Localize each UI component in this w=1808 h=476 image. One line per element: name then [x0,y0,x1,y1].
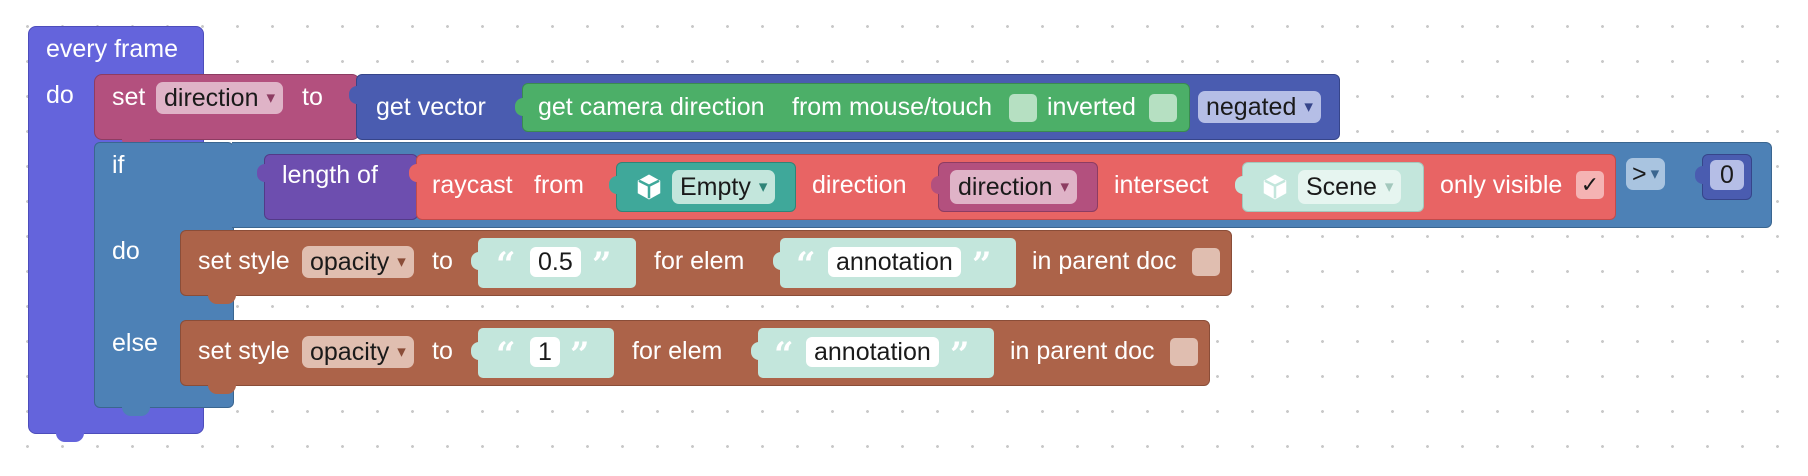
open-quote-icon: “ [796,245,816,285]
from-object-dropdown[interactable]: Empty ▾ [672,170,776,204]
style-property-name: opacity [310,248,390,276]
variable-dropdown[interactable]: direction ▾ [156,82,284,114]
value-text-tab [471,252,479,270]
if-label: if [112,151,125,179]
raycast-tab [409,164,417,182]
parent-doc-checkbox[interactable] [1192,248,1220,276]
if-else-notch [122,407,150,416]
value-text[interactable]: 1 [530,337,560,367]
value-text-tab [471,342,479,360]
intersect-object-name: Scene [1306,173,1377,201]
compare-operator: > [1632,160,1647,188]
direction-label: direction [812,171,907,199]
open-quote-icon: “ [496,245,516,285]
for-elem-label: for elem [632,337,723,365]
inverted-checkbox[interactable] [1149,94,1177,122]
set-style-else-notch [208,385,236,394]
from-object-tab [609,176,617,194]
chevron-down-icon: ▾ [397,342,406,361]
direction-variable-name: direction [958,173,1053,201]
close-quote-icon: ” [972,245,992,285]
intersect-label: intersect [1114,171,1209,199]
set-style-label: set style [198,337,290,365]
from-object-name: Empty [680,173,751,201]
cube-icon [637,174,661,200]
style-property-dropdown[interactable]: opacity ▾ [302,246,414,278]
only-visible-label: only visible [1440,171,1563,199]
close-quote-icon: ” [950,335,970,375]
camera-direction-tab [515,98,523,116]
chevron-down-icon: ▾ [1060,177,1070,196]
mouse-touch-label: from mouse/touch [792,93,993,121]
parent-doc-checkbox[interactable] [1170,338,1198,366]
length-of-label: length of [282,161,378,189]
style-property-name: opacity [310,338,390,366]
elem-text-tab [751,342,759,360]
every-frame-title: every frame [46,35,178,63]
elem-text[interactable]: annotation [806,337,939,367]
chevron-down-icon: ▾ [1650,164,1660,183]
camera-direction-block[interactable] [522,83,1190,132]
chevron-down-icon: ▾ [397,252,406,271]
style-to-label: to [432,247,453,275]
camera-direction-label: get camera direction [538,93,765,121]
get-vector-label: get vector [376,93,486,121]
value-text[interactable]: 0.5 [530,247,581,277]
parent-doc-label: in parent doc [1010,337,1155,365]
direction-variable-dropdown[interactable]: direction ▾ [950,170,1078,204]
close-quote-icon: ” [570,335,590,375]
only-visible-checkbox[interactable]: ✓ [1576,171,1604,199]
to-label: to [302,83,323,111]
set-label: set [112,83,146,111]
open-quote-icon: “ [496,335,516,375]
get-vector-tab [349,86,357,104]
length-of-tab [257,164,265,182]
chevron-down-icon: ▾ [1384,177,1394,196]
cube-icon [1263,174,1287,200]
number-value[interactable]: 0 [1710,160,1744,190]
else-label: else [112,329,158,357]
intersect-object-tab [1235,176,1243,194]
vector-option-value: negated [1206,93,1297,121]
inverted-label: inverted [1047,93,1136,121]
raycast-label: raycast [432,171,513,199]
every-frame-do-label: do [46,81,74,109]
elem-text[interactable]: annotation [828,247,961,277]
check-icon: ✓ [1580,172,1600,197]
length-of-block[interactable] [264,154,418,220]
chevron-down-icon: ▾ [758,177,768,196]
mouse-touch-checkbox[interactable] [1009,94,1037,122]
compare-operator-dropdown[interactable]: > ▾ [1626,158,1666,190]
direction-variable-tab [931,176,939,194]
set-style-label: set style [198,247,290,275]
chevron-down-icon: ▾ [1304,97,1313,116]
do-label: do [112,237,140,265]
vector-option-dropdown[interactable]: negated ▾ [1198,91,1321,123]
elem-text-tab [773,252,781,270]
chevron-down-icon: ▾ [266,88,276,107]
parent-doc-label: in parent doc [1032,247,1177,275]
every-frame-bottom-notch [56,433,84,442]
for-elem-label: for elem [654,247,745,275]
intersect-object-dropdown[interactable]: Scene ▾ [1298,170,1402,204]
number-tab [1695,166,1703,184]
variable-name: direction [164,84,259,112]
from-label: from [534,171,584,199]
open-quote-icon: “ [774,335,794,375]
set-style-do-notch [208,295,236,304]
style-property-dropdown[interactable]: opacity ▾ [302,336,414,368]
style-to-label: to [432,337,453,365]
close-quote-icon: ” [592,245,612,285]
